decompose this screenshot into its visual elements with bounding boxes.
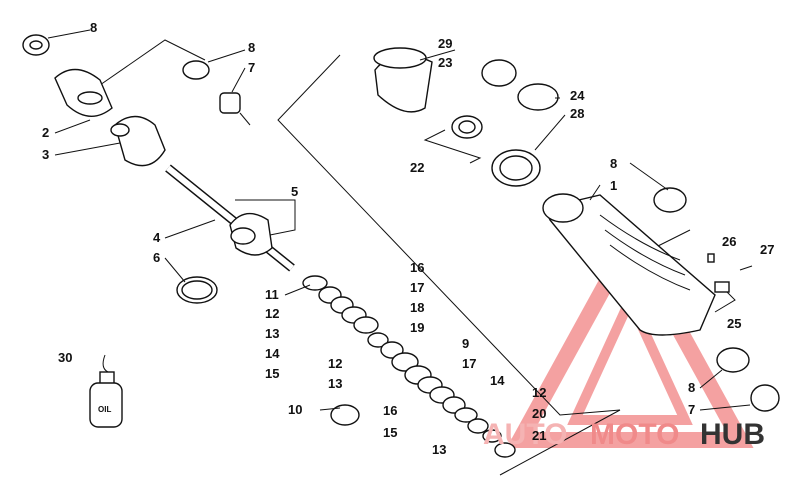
label-9: 9: [462, 336, 469, 351]
label-6: 6: [153, 250, 160, 265]
label-26: 26: [722, 234, 736, 249]
label-22: 22: [410, 160, 424, 175]
callout-labels: 8 8 7 2 3 5 4 6 11 12 13 14 15 16 17 18 …: [42, 20, 774, 457]
label-11: 11: [265, 287, 279, 302]
label-15-bottom: 15: [383, 425, 397, 440]
label-17-top: 17: [410, 280, 424, 295]
watermark-hub: HUB: [700, 418, 765, 451]
label-1: 1: [610, 178, 617, 193]
label-12-middle: 12: [328, 356, 342, 371]
label-20: 20: [532, 406, 546, 421]
label-2: 2: [42, 125, 49, 140]
label-4: 4: [153, 230, 161, 245]
label-24: 24: [570, 88, 585, 103]
label-12-left: 12: [265, 306, 279, 321]
label-5: 5: [291, 184, 298, 199]
left-upper-parts: [22, 34, 251, 167]
watermark-moto: MOTO: [590, 418, 679, 451]
label-16-bottom: 16: [383, 403, 397, 418]
label-3: 3: [42, 147, 49, 162]
label-14-right: 14: [490, 373, 505, 388]
shaft-assembly: [165, 164, 295, 304]
label-21: 21: [532, 428, 546, 443]
label-23: 23: [438, 55, 452, 70]
label-13-left: 13: [265, 326, 279, 341]
label-14-left: 14: [265, 346, 280, 361]
label-15-left: 15: [265, 366, 279, 381]
watermark-text: AUTO MOTO HUB: [483, 418, 765, 451]
label-8-top-left: 8: [90, 20, 97, 35]
label-30: 30: [58, 350, 72, 365]
label-8-right-top: 8: [610, 156, 617, 171]
valve-stack: [302, 275, 516, 458]
label-27: 27: [760, 242, 774, 257]
label-29: 29: [438, 36, 452, 51]
label-19: 19: [410, 320, 424, 335]
label-25: 25: [727, 316, 741, 331]
label-18: 18: [410, 300, 424, 315]
bracket-lines: [99, 39, 736, 476]
label-17-bottom: 17: [462, 356, 476, 371]
shock-body: [542, 187, 780, 412]
label-7-top-center: 7: [248, 60, 255, 75]
oil-bottle: OIL: [89, 354, 123, 428]
label-12-right: 12: [532, 385, 546, 400]
watermark-logo: [506, 223, 754, 448]
label-13-middle: 13: [328, 376, 342, 391]
label-13-bottom: 13: [432, 442, 446, 457]
label-8-top-center: 8: [248, 40, 255, 55]
label-16-top: 16: [410, 260, 424, 275]
bottle-label: OIL: [98, 405, 111, 414]
leader-lines: [47, 29, 751, 411]
label-8-right-bottom: 8: [688, 380, 695, 395]
label-28: 28: [570, 106, 584, 121]
right-upper-parts: [373, 47, 559, 187]
label-10: 10: [288, 402, 302, 417]
watermark-auto: AUTO: [483, 418, 567, 451]
label-7-right-bottom: 7: [688, 402, 695, 417]
